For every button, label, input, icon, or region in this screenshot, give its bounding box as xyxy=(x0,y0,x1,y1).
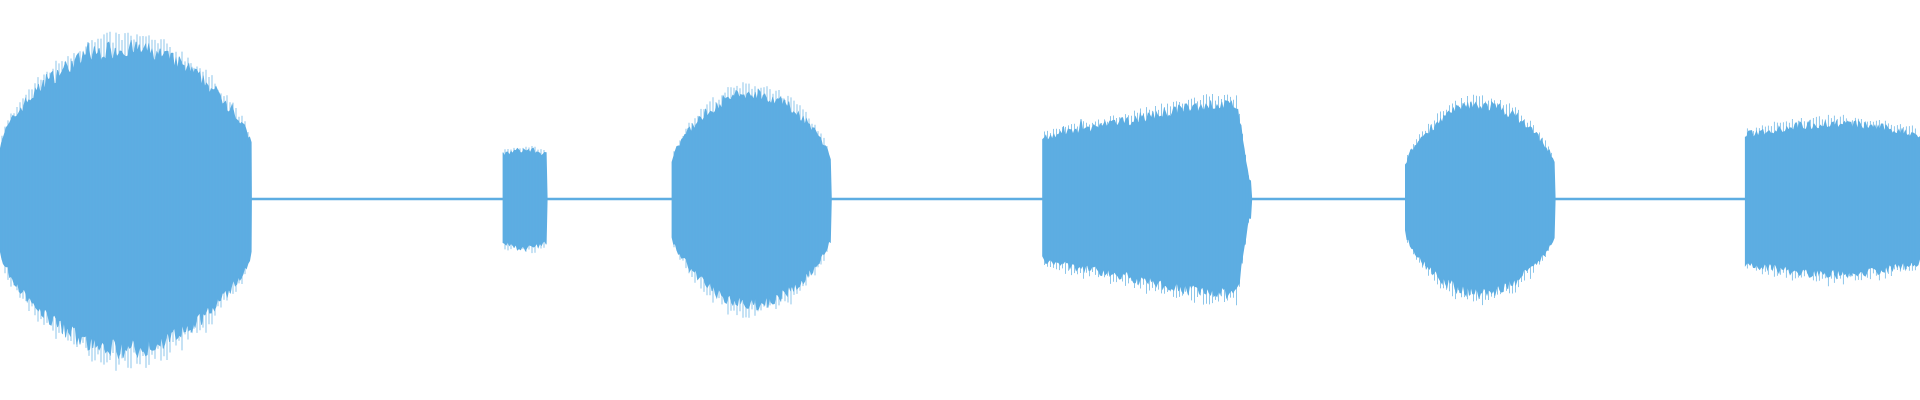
waveform-segment-3-spikes xyxy=(673,82,828,318)
waveform-segment-2 xyxy=(502,147,548,252)
waveform-segment-5 xyxy=(1405,100,1556,300)
waveform-segments xyxy=(0,31,1920,371)
waveform-segment-4-spikes xyxy=(1044,94,1249,306)
waveform-segment-6-spikes xyxy=(1746,114,1916,287)
waveform-segment-1-spikes xyxy=(1,31,249,371)
waveform-segment-4 xyxy=(1042,100,1253,300)
waveform-segment-2-spikes xyxy=(504,146,545,254)
waveform-segment-5-spikes xyxy=(1407,94,1552,306)
